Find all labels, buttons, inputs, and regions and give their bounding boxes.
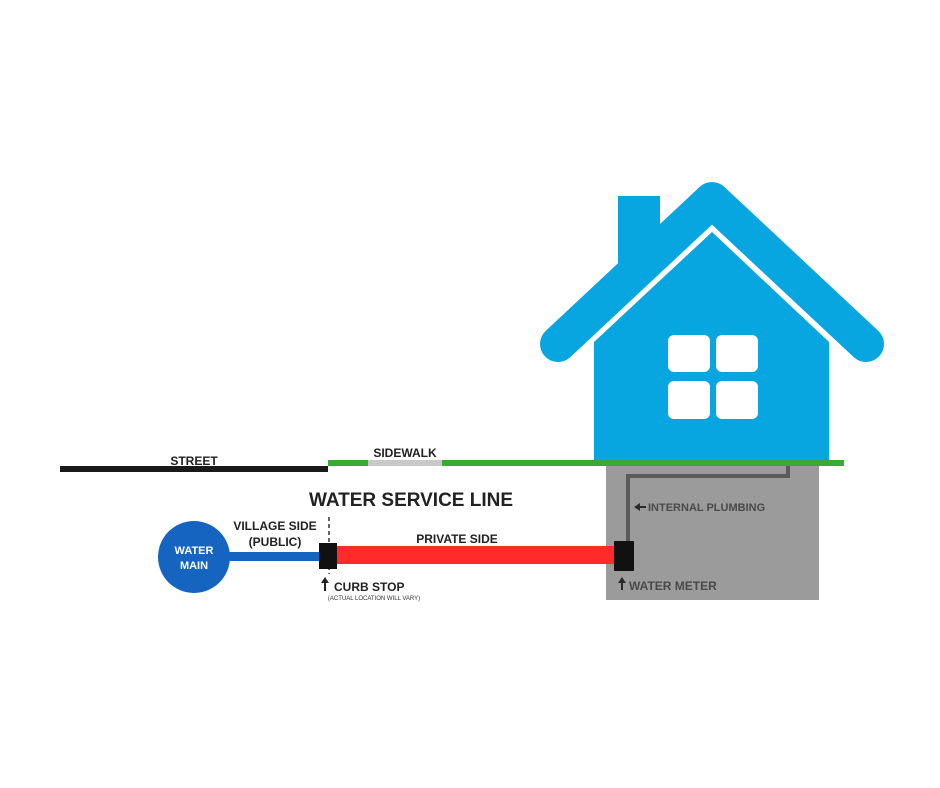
sidewalk-segment — [368, 460, 442, 466]
water-meter-fitting — [614, 541, 634, 571]
window-pane — [716, 381, 758, 419]
arrow-up-icon — [618, 577, 626, 590]
village-side-label-line1: VILLAGE SIDE — [233, 519, 316, 533]
house-body — [594, 232, 829, 461]
private-pipe — [336, 546, 618, 564]
house — [540, 182, 884, 461]
house-window — [668, 335, 758, 419]
diagram-title: WATER SERVICE LINE — [309, 490, 513, 511]
internal-plumbing-pipe — [626, 463, 790, 545]
sidewalk-label: SIDEWALK — [373, 446, 437, 460]
basement — [606, 465, 819, 600]
window-pane — [716, 335, 758, 372]
internal-plumbing-label: INTERNAL PLUMBING — [648, 502, 765, 514]
village-side-label-line2: (PUBLIC) — [249, 535, 302, 549]
house-roof — [540, 182, 884, 362]
window-pane — [668, 381, 710, 419]
arrow-up-icon — [321, 577, 329, 591]
window-pane — [668, 335, 710, 372]
water-main-label-line2: MAIN — [180, 560, 208, 572]
street-label: STREET — [170, 454, 218, 468]
water-main — [158, 521, 230, 593]
curb-stop-fitting — [319, 543, 337, 569]
curb-stop-note: (ACTUAL LOCATION WILL VARY) — [328, 596, 420, 602]
water-meter-label: WATER METER — [629, 579, 717, 593]
curb-stop-label: CURB STOP — [334, 580, 404, 594]
street-line — [60, 466, 328, 472]
water-main-label-line1: WATER — [175, 545, 214, 557]
arrow-left-icon — [634, 503, 646, 511]
grass-line — [328, 460, 844, 466]
public-pipe — [210, 552, 322, 561]
private-side-label: PRIVATE SIDE — [416, 532, 498, 546]
